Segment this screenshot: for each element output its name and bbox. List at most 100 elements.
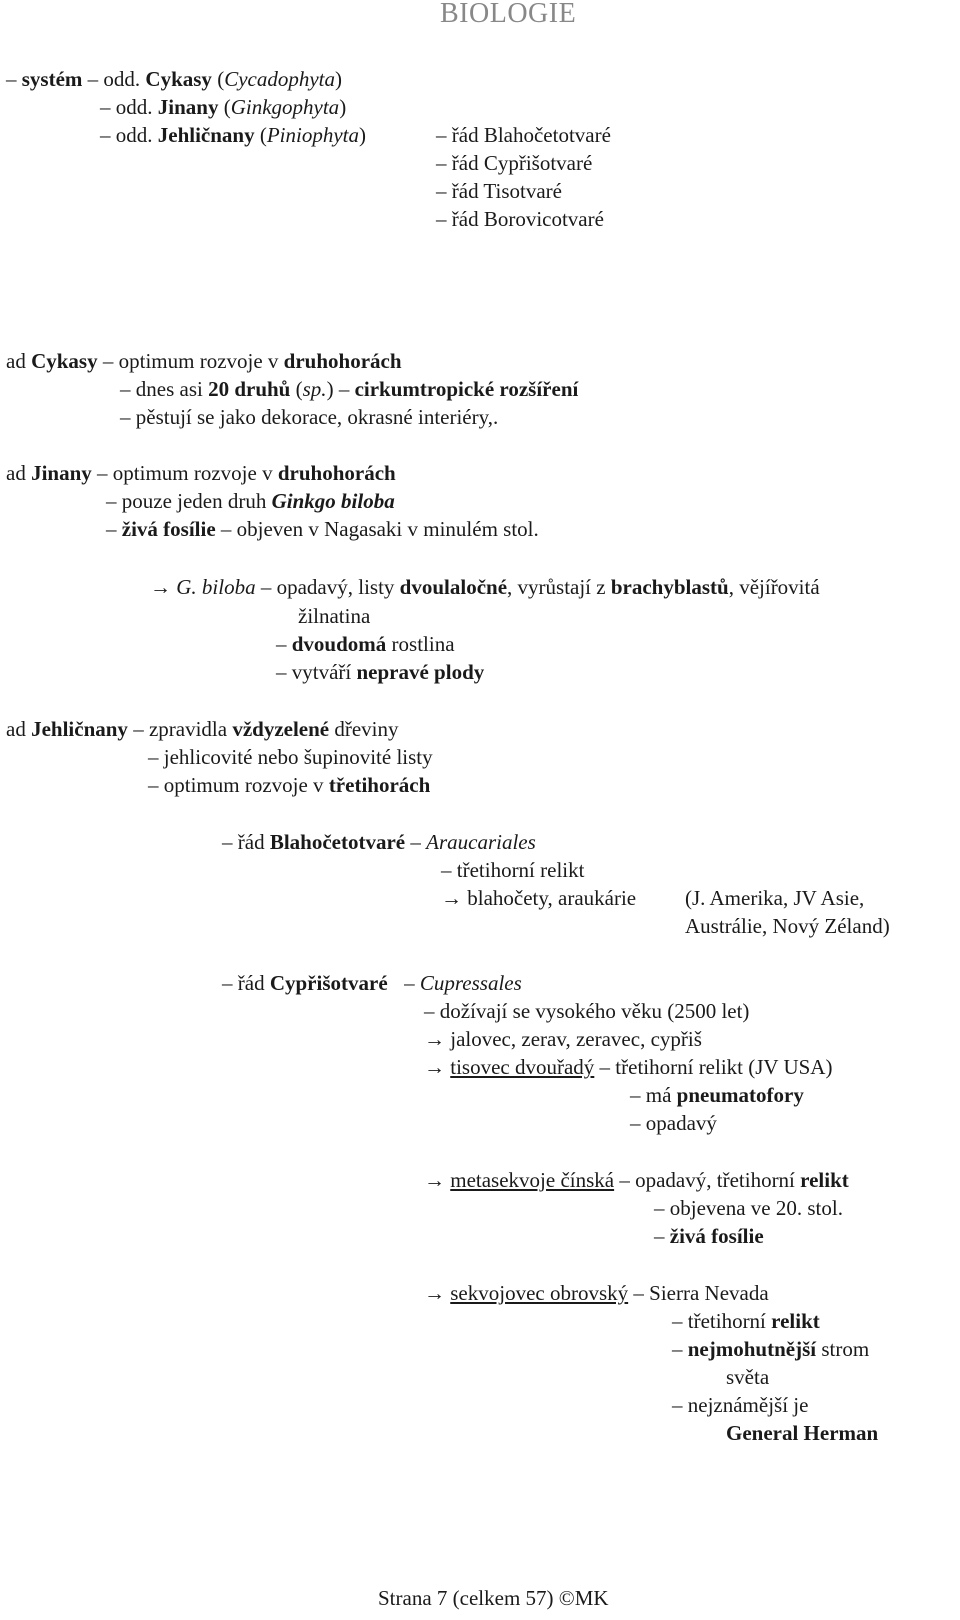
tisovec-line-2: – má pneumatofory: [630, 1082, 804, 1108]
dash: –: [654, 1224, 665, 1248]
cykasy-line-2: – dnes asi 20 druhů (sp.) – cirkumtropic…: [120, 376, 578, 402]
dash: –: [102, 349, 114, 373]
order-label: řád Blahočetotvaré: [451, 123, 611, 147]
order-label: řád Tisotvaré: [451, 179, 562, 203]
emphasis: třetihorách: [328, 773, 431, 797]
species-name: sekvojovec obrovský: [450, 1281, 629, 1305]
text: dožívají se vysokého věku (2500 let): [439, 999, 750, 1023]
dash: –: [260, 575, 272, 599]
dash: –: [654, 1196, 665, 1220]
arrow-icon: →: [424, 1168, 445, 1192]
emphasis: druhohorách: [277, 461, 396, 485]
section-name: Jehličnany: [31, 717, 128, 741]
dash: –: [106, 489, 117, 513]
sek-line-1: → sekvojovec obrovský – Sierra Nevada: [424, 1280, 769, 1306]
text: opadavý: [645, 1111, 717, 1135]
blahocet-geo: (J. Amerika, JV Asie,: [685, 885, 864, 911]
text: rostlina: [391, 632, 455, 656]
text: světa: [726, 1365, 770, 1389]
text: opadavý, listy: [276, 575, 395, 599]
emphasis: nejmohutnější: [687, 1337, 817, 1361]
text: pěstují se jako dekorace, okrasné interi…: [135, 405, 499, 429]
dash: –: [220, 517, 232, 541]
dash: –: [133, 717, 144, 741]
text: řád: [237, 830, 265, 854]
text: má: [645, 1083, 672, 1107]
dash: –: [222, 830, 233, 854]
text: strom: [821, 1337, 870, 1361]
sek-line-3-cont: světa: [726, 1364, 769, 1390]
jinany-line-2: – pouze jeden druh Ginkgo biloba: [106, 488, 395, 514]
arrow-icon: →: [424, 1281, 445, 1305]
text: opadavý, třetihorní: [635, 1168, 795, 1192]
arrow-icon: →: [424, 1027, 445, 1051]
dash: –: [404, 971, 415, 995]
text: žilnatina: [298, 604, 371, 628]
arrow-icon: →: [441, 886, 462, 910]
section-name: Jinany: [31, 461, 92, 485]
dash: –: [338, 377, 350, 401]
division-latin: Piniophyta: [266, 123, 360, 147]
emphasis: General Herman: [726, 1421, 879, 1445]
emphasis: pneumatofory: [676, 1083, 804, 1107]
text: optimum rozvoje v: [112, 461, 273, 485]
italic-text: sp.: [302, 377, 327, 401]
text: dnes asi: [135, 377, 203, 401]
species-name: Ginkgo biloba: [271, 489, 395, 513]
dash: –: [436, 179, 447, 203]
dash: –: [87, 67, 99, 91]
blahocet-line-1: – řád Blahočetotvaré – Araucariales: [222, 829, 536, 855]
text: objeven v Nagasaki v minulém stol.: [236, 517, 539, 541]
emphasis: dvoulaločné: [399, 575, 508, 599]
order-latin: Cupressales: [419, 971, 522, 995]
emphasis: druhohorách: [283, 349, 402, 373]
species-name: tisovec dvouřadý: [450, 1055, 595, 1079]
ad-label: ad: [6, 461, 26, 485]
cyprisot-line-2: – dožívají se vysokého věku (2500 let): [424, 998, 749, 1024]
order-item: – řád Tisotvaré: [436, 178, 562, 204]
division-latin: Cycadophyta: [224, 67, 335, 91]
emphasis: živá fosílie: [121, 517, 216, 541]
species-name: G. biloba: [176, 575, 256, 599]
emphasis: relikt: [800, 1168, 849, 1192]
cyprisot-line-1: – řád Cypřišotvaré – Cupressales: [222, 970, 522, 996]
jehlicnany-line-2: – jehlicovité nebo šupinovité listy: [148, 744, 433, 770]
emphasis: vždyzelené: [232, 717, 330, 741]
dash: –: [630, 1083, 641, 1107]
text: zpravidla: [148, 717, 228, 741]
dash: –: [619, 1168, 630, 1192]
dash: –: [148, 745, 159, 769]
ginkgo-line-1: → G. biloba – opadavý, listy dvoulaločné…: [150, 574, 820, 600]
dash: –: [672, 1309, 683, 1333]
cykasy-line-3: – pěstují se jako dekorace, okrasné inte…: [120, 404, 498, 430]
jinany-line-1: ad Jinany – optimum rozvoje v druhohorác…: [6, 460, 396, 486]
dash: –: [424, 999, 435, 1023]
dash: –: [633, 1281, 644, 1305]
blahocet-geo-cont: Austrálie, Nový Zéland): [685, 913, 890, 939]
dash: –: [410, 830, 421, 854]
tisovec-line-1: → tisovec dvouřadý – třetihorní relikt (…: [424, 1054, 832, 1080]
sek-line-4: – nejznámější je: [672, 1392, 808, 1418]
emphasis: nepravé plody: [356, 660, 485, 684]
order-latin: Araucariales: [426, 830, 536, 854]
dash: –: [276, 632, 287, 656]
ad-label: ad: [6, 349, 26, 373]
blahocet-line-3: → blahočety, araukárie: [441, 885, 636, 911]
meta-line-3: – živá fosílie: [654, 1223, 764, 1249]
division-name: Jinany: [157, 95, 219, 119]
order-name: Blahočetotvaré: [269, 830, 406, 854]
emphasis: živá fosílie: [669, 1224, 764, 1248]
division-prefix: odd.: [103, 67, 141, 91]
tisovec-line-3: – opadavý: [630, 1110, 717, 1136]
dash: –: [276, 660, 287, 684]
dash: –: [106, 517, 117, 541]
meta-line-2: – objevena ve 20. stol.: [654, 1195, 843, 1221]
dash: –: [436, 207, 447, 231]
text: dřeviny: [334, 717, 399, 741]
paren: (: [295, 377, 303, 401]
emphasis: 20 druhů: [208, 377, 291, 401]
paren: ): [326, 377, 334, 401]
emphasis: brachyblastů: [610, 575, 729, 599]
dash: –: [120, 377, 131, 401]
order-item: – řád Cypřišotvaré: [436, 150, 592, 176]
